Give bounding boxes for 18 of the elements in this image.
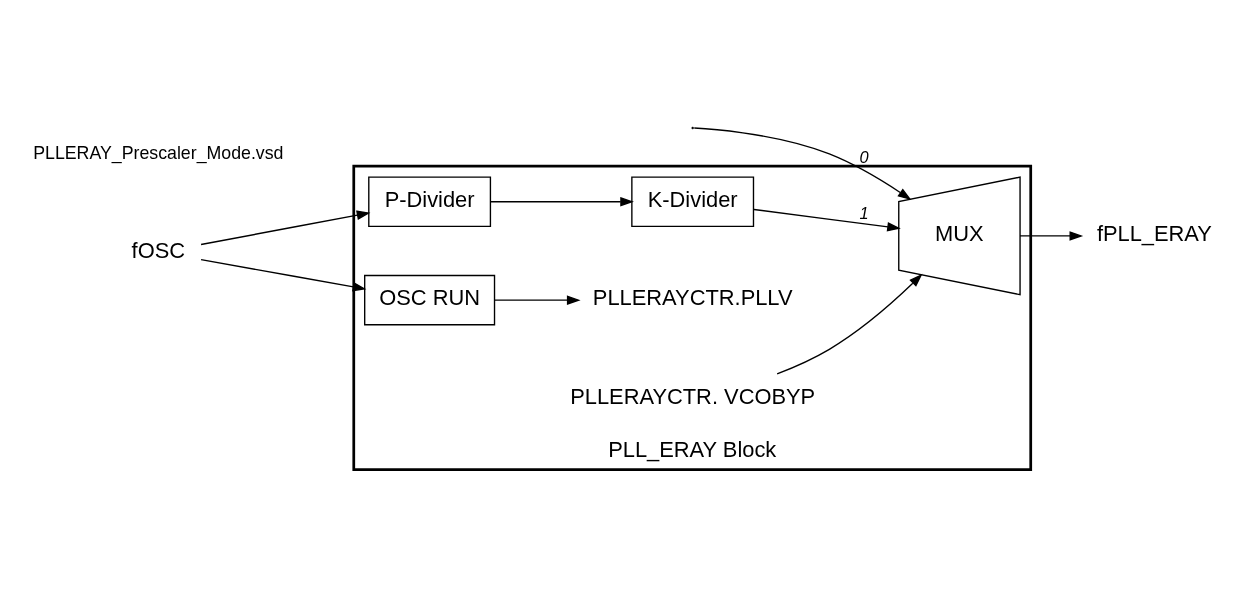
node-box: P-Divider: [368, 176, 492, 228]
arrow: [490, 196, 634, 207]
arrow: [1019, 231, 1084, 241]
node-text: PLLERAYCTR. VCOBYP: [570, 383, 816, 409]
node-box: K-Divider: [631, 176, 755, 228]
arrow: [200, 259, 367, 292]
arrow: [776, 273, 923, 375]
node-text: PLLERAYCTR.PLLV: [592, 285, 793, 311]
arrow: [493, 295, 581, 305]
arrow: [753, 208, 901, 232]
edge-label: 1: [859, 203, 869, 222]
label: PLLERAY_Prescaler_Mode.vsd: [33, 142, 284, 163]
node-text: fOSC: [131, 237, 186, 263]
node-text: fPLL_ERAY: [1096, 221, 1212, 247]
arrow: [200, 210, 371, 246]
arrow: [693, 127, 912, 201]
node-box: OSC RUN: [364, 274, 496, 326]
edge-label: 0: [859, 147, 869, 166]
